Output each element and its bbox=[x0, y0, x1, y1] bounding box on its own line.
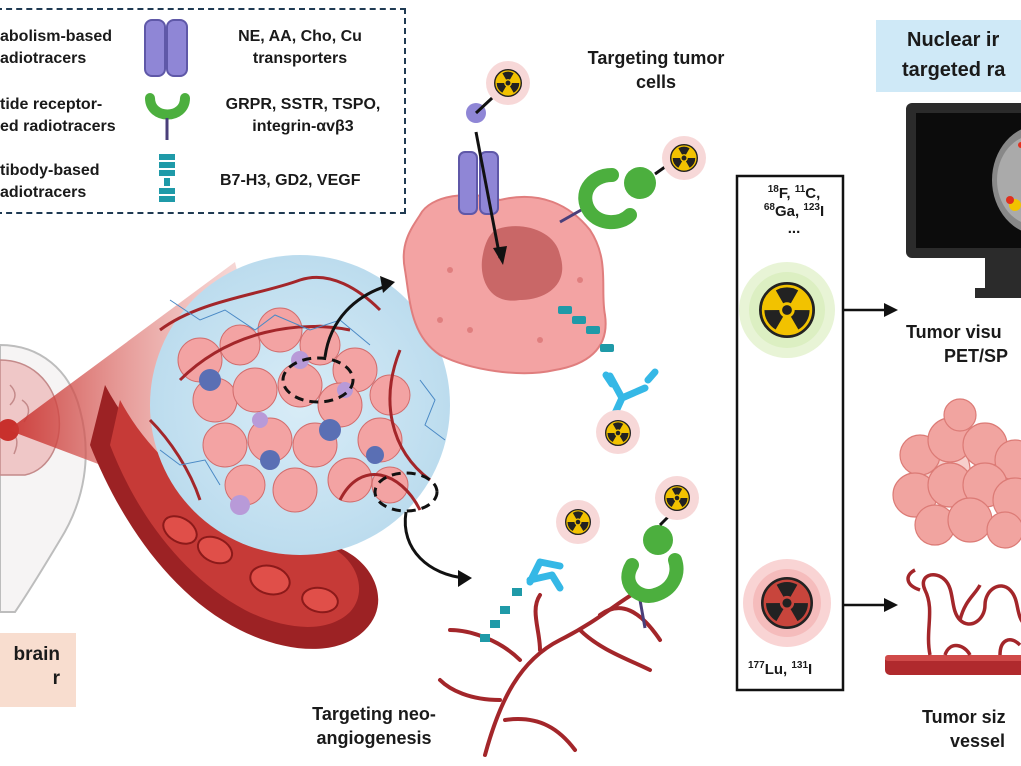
title-line1: Nuclear ir bbox=[907, 29, 1000, 51]
antibody-icon bbox=[558, 306, 659, 454]
arrow-icon bbox=[884, 598, 898, 612]
monitor-icon bbox=[906, 103, 1021, 298]
transporter-icon bbox=[458, 151, 499, 215]
antibody-icon bbox=[159, 154, 175, 202]
legend-row2-class: tide receptor- ed radiotracers bbox=[0, 96, 116, 135]
tumor-cell-icon bbox=[402, 194, 607, 375]
transporter-icon bbox=[144, 19, 188, 77]
caption-targeting-neo: Targeting neo- angiogenesis bbox=[312, 704, 436, 748]
legend-row1-targets: NE, AA, Cho, Cu transporters bbox=[238, 28, 362, 67]
legend-row1-class: abolism-based adiotracers bbox=[0, 28, 113, 67]
legend-row3-class: tibody-based adiotracers bbox=[0, 162, 100, 201]
antibody-icon bbox=[480, 500, 600, 642]
receptor-icon bbox=[559, 136, 706, 230]
legend-row3-targets: B7-H3, GD2, VEGF bbox=[220, 172, 361, 189]
tumor-mass-icon bbox=[148, 255, 450, 555]
vessel-network-icon bbox=[885, 568, 1021, 675]
brain-label-box bbox=[0, 633, 76, 707]
caption-tumor-vis: Tumor visu PET/SP bbox=[906, 322, 1009, 366]
neo-vessel-icon bbox=[438, 588, 662, 757]
therapeutic-isotopes: 177Lu, 131I bbox=[748, 660, 813, 678]
arrow-icon bbox=[323, 276, 472, 587]
tumor-cluster-icon bbox=[892, 398, 1021, 549]
receptor-icon bbox=[145, 93, 190, 140]
radiation-icon bbox=[743, 559, 831, 647]
title-box bbox=[876, 20, 1021, 92]
arrow-icon bbox=[493, 246, 507, 265]
receptor-icon bbox=[621, 476, 699, 629]
caption-targeting-tumor: Targeting tumor cells bbox=[587, 48, 725, 92]
brain-label: brain r bbox=[13, 644, 60, 689]
caption-tumor-size: Tumor siz vessel bbox=[922, 707, 1006, 751]
arrow-icon bbox=[884, 303, 898, 317]
tracer-icon bbox=[466, 61, 530, 123]
arrow-icon bbox=[474, 131, 502, 259]
legend-row2-targets: GRPR, SSTR, TSPO, integrin-αvβ3 bbox=[225, 96, 381, 135]
title-line2: targeted ra bbox=[902, 59, 1006, 81]
isotope-bracket bbox=[735, 174, 890, 692]
diagnostic-isotopes: 18F, 11C, 68Ga, 123I ... bbox=[763, 184, 825, 237]
legend-box bbox=[0, 8, 406, 214]
radiation-icon bbox=[739, 262, 835, 358]
